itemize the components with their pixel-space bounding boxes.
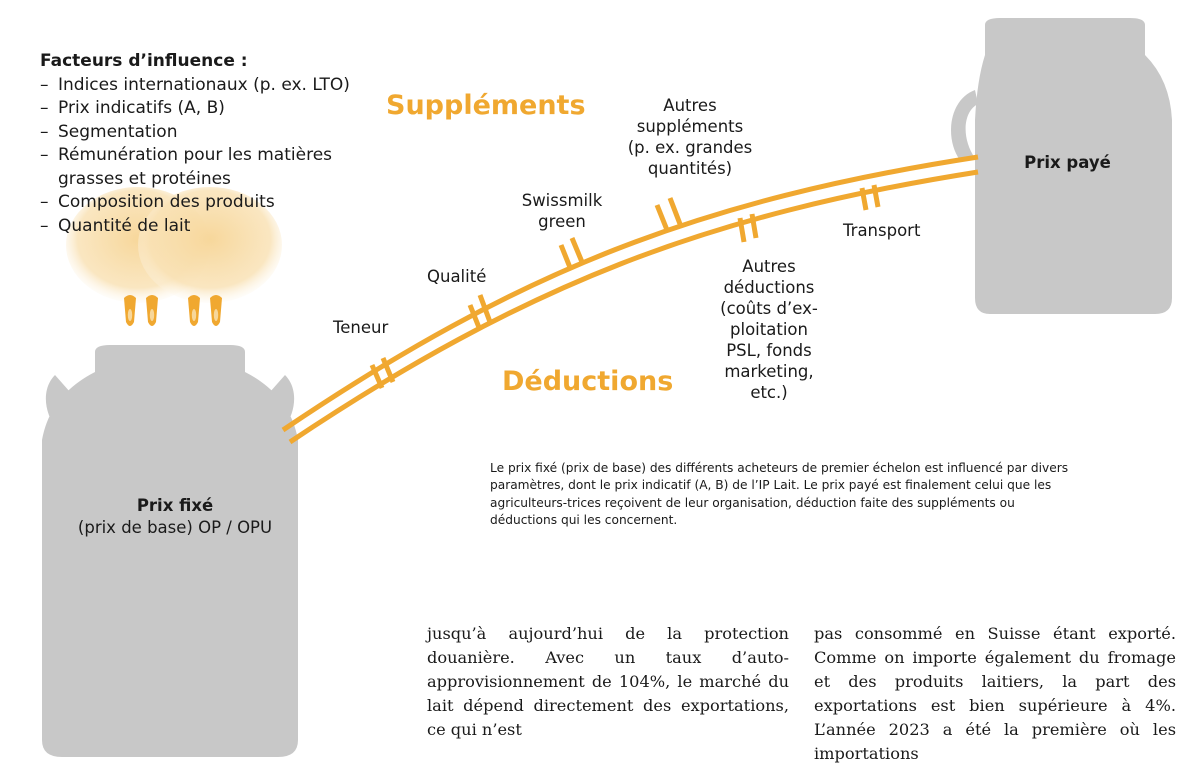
influence-factors-title: Facteurs d’influence : bbox=[40, 51, 248, 71]
fixed-price-title: Prix fixé bbox=[136, 496, 214, 515]
notch-teneur bbox=[369, 357, 396, 389]
label-line: Autres bbox=[742, 257, 796, 276]
label-line: PSL, fonds bbox=[726, 341, 812, 360]
label-line: ploitation bbox=[730, 320, 808, 339]
label-line: (coûts d’ex- bbox=[720, 299, 818, 318]
factor-item: Composition des produits bbox=[40, 191, 370, 215]
milk-can-left bbox=[42, 345, 298, 757]
label-swissmilk-green: Swissmilk green bbox=[514, 190, 610, 232]
milk-can-right bbox=[951, 18, 1172, 314]
diagram-caption: Le prix fixé (prix de base) des différen… bbox=[490, 461, 1069, 527]
notch-qualite bbox=[467, 294, 493, 331]
label-qualite: Qualité bbox=[427, 267, 487, 286]
influence-factors-list: Indices internationaux (p. ex. LTO) Prix… bbox=[40, 74, 370, 239]
notch-autres-deductions bbox=[737, 213, 759, 243]
notch-autres-supplements bbox=[654, 197, 683, 231]
body-text-column-2: pas consommé en Suisse étant exporté. Co… bbox=[814, 624, 1176, 763]
notch-swissmilk bbox=[558, 237, 585, 271]
label-autres-supplements: Autres suppléments (p. ex. grandes quant… bbox=[610, 95, 770, 179]
factor-item: Quantité de lait bbox=[40, 215, 370, 239]
price-pipe bbox=[281, 154, 979, 445]
label-line: Autres bbox=[663, 96, 717, 115]
pipe-lower-line bbox=[288, 169, 979, 445]
deductions-heading: Déductions bbox=[502, 366, 674, 397]
label-line: etc.) bbox=[750, 383, 788, 402]
label-line: suppléments bbox=[636, 117, 744, 136]
label-line: marketing, bbox=[724, 362, 814, 381]
label-line: (p. ex. grandes bbox=[627, 138, 753, 157]
label-line: quantités) bbox=[647, 159, 733, 178]
fixed-price-label: Prix fixé (prix de base) OP / OPU bbox=[60, 495, 290, 539]
label-transport: Transport bbox=[843, 221, 921, 240]
influence-factors: Facteurs d’influence : Indices internati… bbox=[40, 50, 370, 238]
factor-item: Prix indicatifs (A, B) bbox=[40, 97, 370, 121]
label-autres-deductions: Autres déductions (coûts d’ex- ploitatio… bbox=[710, 256, 828, 403]
paid-price-label: Prix payé bbox=[1000, 152, 1135, 174]
supplements-heading: Suppléments bbox=[386, 90, 586, 121]
label-line: Swissmilk bbox=[521, 191, 603, 210]
fixed-price-subtitle: (prix de base) OP / OPU bbox=[77, 518, 273, 537]
pipe-upper-line bbox=[281, 154, 979, 433]
paid-price-title: Prix payé bbox=[1024, 153, 1111, 172]
pipe-notches bbox=[369, 184, 881, 389]
label-teneur: Teneur bbox=[333, 318, 389, 337]
body-text-column-1: jusqu’à aujourd’hui de la protection dou… bbox=[427, 624, 789, 739]
label-line: green bbox=[538, 212, 586, 231]
notch-transport bbox=[859, 184, 881, 211]
label-line: déductions bbox=[723, 278, 815, 297]
factor-item: Indices internationaux (p. ex. LTO) bbox=[40, 74, 370, 98]
factor-item: Rémunération pour les matières grasses e… bbox=[40, 144, 370, 191]
factor-item: Segmentation bbox=[40, 121, 370, 145]
